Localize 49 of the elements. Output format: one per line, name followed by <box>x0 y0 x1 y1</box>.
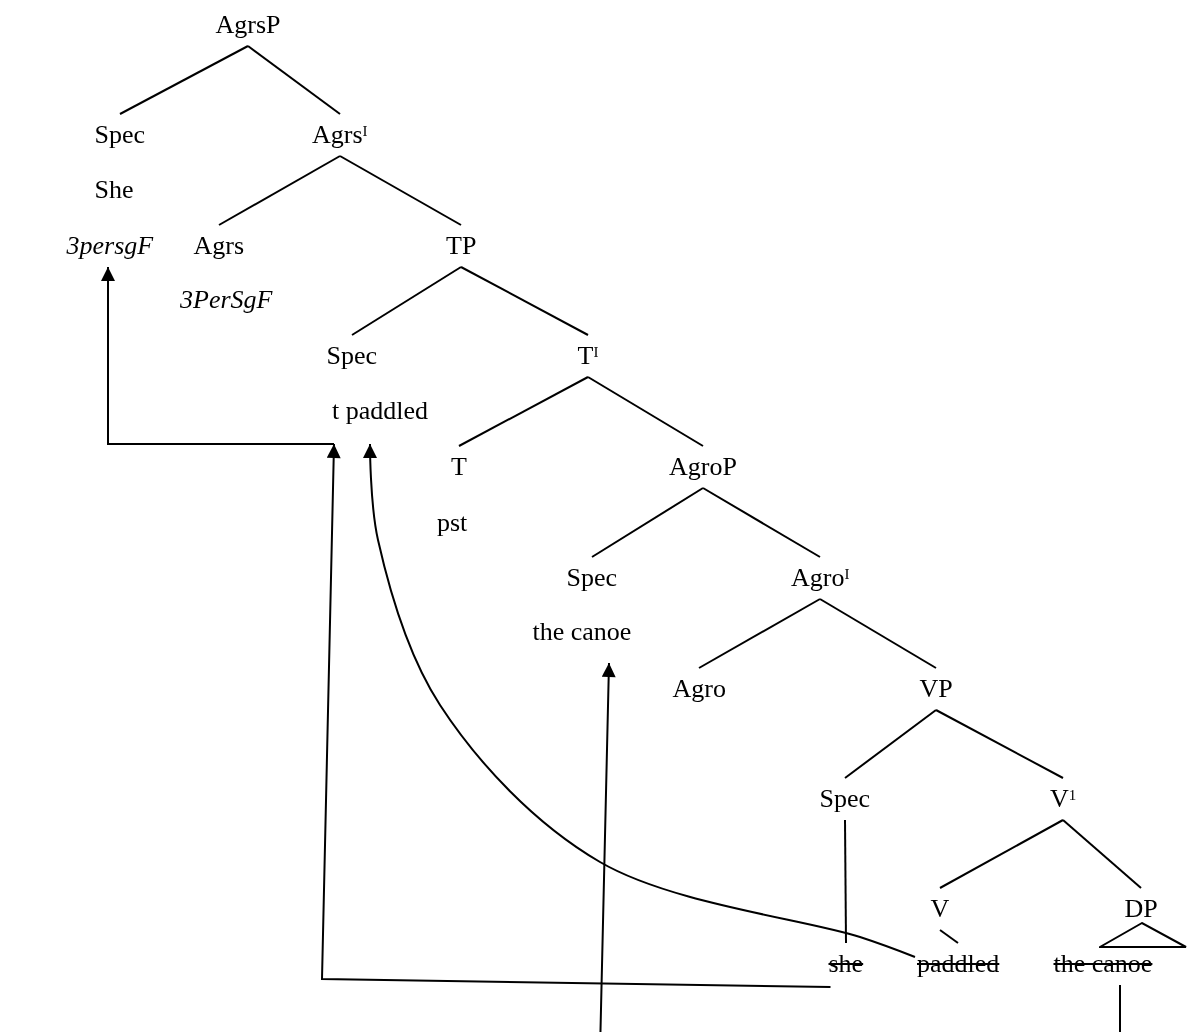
branch-line <box>702 487 821 558</box>
tree-label: Spec <box>324 335 380 377</box>
tree-label: Spec <box>92 114 148 156</box>
branch-line <box>351 266 462 336</box>
tree-label: Agrs <box>191 225 247 267</box>
tree-label: TP <box>444 225 479 267</box>
branch-line <box>844 709 937 779</box>
branch-line <box>935 709 1064 779</box>
struck-word: the canoe <box>1051 943 1155 985</box>
branch-line <box>844 819 847 944</box>
movement-arrow <box>101 266 335 445</box>
branch-line <box>339 155 462 226</box>
tree-label: the canoe <box>530 611 634 663</box>
tree-label: She <box>92 169 136 211</box>
tree-label: Agrs$^{I}$ <box>310 114 370 156</box>
branch-line <box>591 487 704 558</box>
tree-label: VP <box>917 668 955 710</box>
tree-label: V$^{1}$ <box>1048 778 1079 820</box>
branch-line <box>698 598 821 669</box>
movement-arrow <box>363 443 916 958</box>
feature-label: 3PerSgF <box>178 279 275 321</box>
branch-line <box>1062 819 1142 889</box>
tree-label: Spec <box>817 778 873 820</box>
tree-label: pst <box>435 502 470 544</box>
tree-label: t paddled <box>330 390 431 444</box>
branch-line <box>119 45 249 115</box>
branch-line <box>939 929 959 944</box>
branch-line <box>218 155 341 226</box>
tree-label: Spec <box>564 557 620 599</box>
branch-line <box>819 598 937 669</box>
branch-line <box>460 266 589 336</box>
tree-label: AgroP <box>667 446 739 488</box>
movement-arrow <box>598 662 1121 1032</box>
tree-label: Agro$^{I}$ <box>789 557 852 599</box>
tree-label: T <box>449 446 469 488</box>
tree-label: DP <box>1122 888 1160 930</box>
branch-line <box>939 819 1064 889</box>
tree-label: AgrsP <box>213 4 283 46</box>
branch-line <box>458 376 589 447</box>
tree-label: Agro <box>670 668 728 710</box>
struck-word: she <box>826 943 866 985</box>
feature-label: 3persgF <box>64 225 156 267</box>
branch-line <box>247 45 341 115</box>
branch-line <box>587 376 704 447</box>
tree-label: T$^{I}$ <box>575 335 601 377</box>
tree-label: V <box>928 888 952 930</box>
movement-arrow <box>320 443 832 988</box>
triangle-symbol <box>1099 922 1187 948</box>
struck-word: paddled <box>915 943 1002 985</box>
